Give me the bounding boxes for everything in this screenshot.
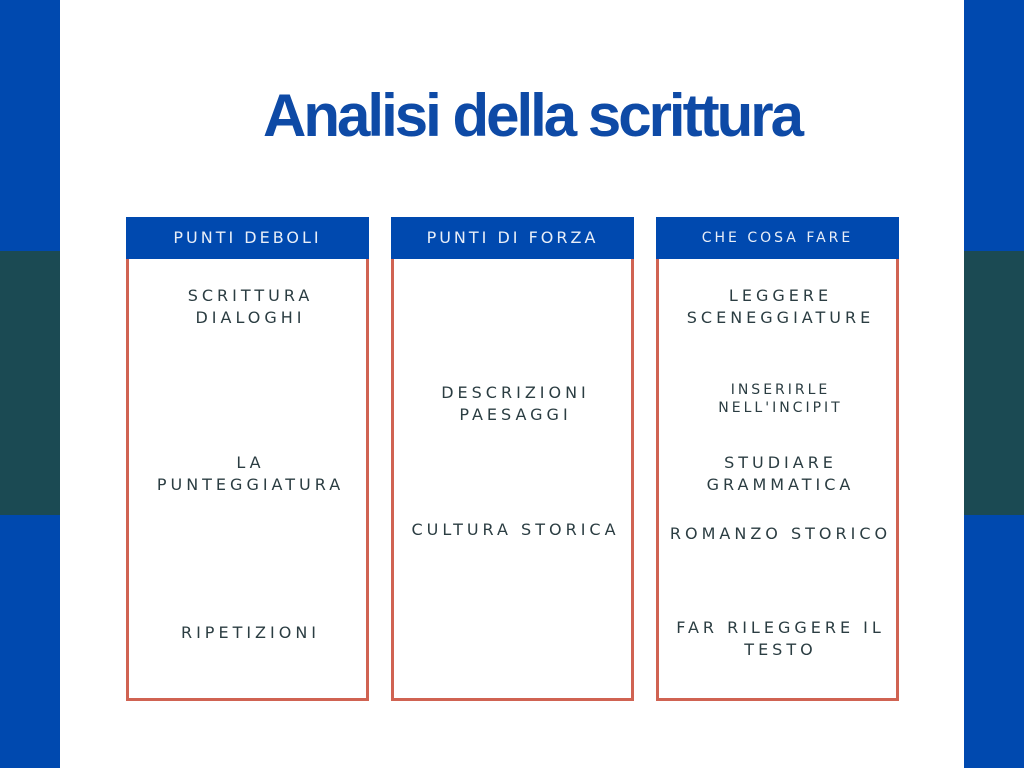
column-header: PUNTI DI FORZA xyxy=(391,217,634,259)
left-teal-band xyxy=(0,251,60,515)
right-teal-band xyxy=(964,251,1024,515)
column-header: CHE COSA FARE xyxy=(656,217,899,259)
list-item: INSERIRLE NELL'INCIPIT xyxy=(718,382,843,416)
list-item: LA PUNTEGGIATURA xyxy=(156,453,345,494)
column-box: DESCRIZIONI PAESAGGI CULTURA STORICA xyxy=(391,259,634,701)
list-item: CULTURA STORICA xyxy=(411,520,620,539)
list-item: SCRITTURA DIALOGHI xyxy=(187,286,314,327)
column-box: LEGGERE SCENEGGIATURE INSERIRLE NELL'INC… xyxy=(656,259,899,701)
list-item: RIPETIZIONI xyxy=(180,623,321,642)
column-header: PUNTI DEBOLI xyxy=(126,217,369,259)
column-punti-deboli: PUNTI DEBOLI SCRITTURA DIALOGHI LA PUNTE… xyxy=(126,217,369,701)
list-item: LEGGERE SCENEGGIATURE xyxy=(686,286,875,327)
list-item: FAR RILEGGERE IL TESTO xyxy=(676,618,885,659)
list-item: ROMANZO STORICO xyxy=(669,524,892,543)
list-item: STUDIARE GRAMMATICA xyxy=(706,453,855,494)
left-side-bar xyxy=(0,0,60,768)
column-che-cosa-fare: CHE COSA FARE LEGGERE SCENEGGIATURE INSE… xyxy=(656,217,899,701)
column-box: SCRITTURA DIALOGHI LA PUNTEGGIATURA RIPE… xyxy=(126,259,369,701)
column-punti-di-forza: PUNTI DI FORZA DESCRIZIONI PAESAGGI CULT… xyxy=(391,217,634,701)
slide-title: Analisi della scrittura xyxy=(263,82,804,149)
slide-canvas xyxy=(60,0,964,768)
list-item: DESCRIZIONI PAESAGGI xyxy=(441,383,590,424)
right-side-bar xyxy=(964,0,1024,768)
